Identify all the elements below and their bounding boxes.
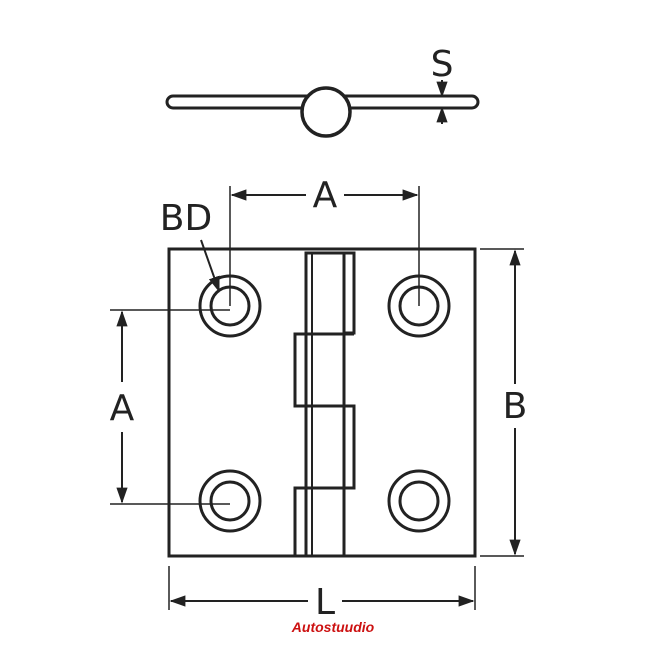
label-l: L [315,582,335,623]
label-a-left: A [110,388,135,429]
side-view: S [165,44,480,138]
front-view [167,247,477,558]
label-bd: BD [160,198,212,239]
knuckle-segment-upper-left [293,332,308,408]
dimension-b: B [480,248,528,557]
knuckle-segment-middle-right [342,404,356,490]
dimension-bd: BD [160,198,220,293]
dimension-l: L [168,566,476,623]
label-s: S [431,44,454,85]
dimension-a-horizontal: A [229,175,420,306]
knuckle-pin-circle [300,86,352,138]
knuckle-segment-top-right [342,251,356,335]
watermark-text: Autostuudio [291,619,375,635]
label-b: B [503,386,528,427]
screw-hole-bottom-left [198,469,262,533]
knuckle-segment-lower-left [293,486,308,558]
screw-hole-bottom-right [387,469,451,533]
dimension-a-vertical: A [110,309,230,505]
label-a-top: A [313,175,338,216]
